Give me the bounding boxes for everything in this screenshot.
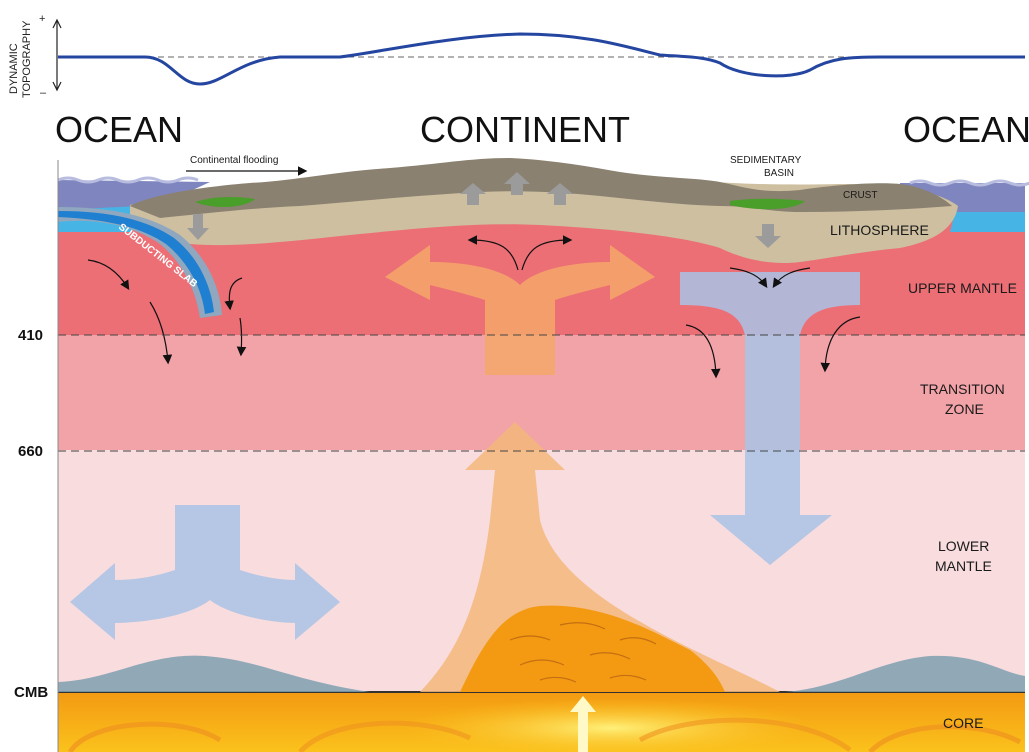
sedimentary-basin-label-2: BASIN: [764, 168, 794, 179]
flow-arrows: [87, 166, 861, 379]
depth-660-label: 660: [18, 443, 43, 460]
surface-layers: [57, 158, 1029, 318]
plume-flow-left: [467, 235, 519, 271]
topography-axis-label-1: DYNAMIC: [8, 43, 20, 94]
ocean-right-waves: [909, 179, 1029, 187]
core-label: CORE: [943, 715, 983, 731]
flow-arrow-1: [87, 259, 130, 291]
topography-minus: –: [40, 87, 47, 99]
topography-curve: [58, 32, 1025, 86]
sedimentary-basin-label-1: SEDIMENTARY: [730, 155, 802, 166]
core-upwelling-arrow: [570, 696, 596, 752]
depth-cmb-label: CMB: [14, 684, 48, 701]
up-arrow-1: [460, 183, 486, 205]
downwellings: [70, 272, 860, 640]
crust-label: CRUST: [843, 190, 877, 201]
sediment-basin: [730, 198, 805, 210]
up-arrow-2: [504, 172, 530, 195]
ocean-left-waves: [57, 176, 199, 184]
heading-ocean-left: OCEAN: [55, 109, 183, 150]
sediment-left: [195, 197, 255, 208]
ocean-right: [900, 183, 1025, 216]
topography-axis-label-2: TOPOGRAPHY: [21, 20, 33, 98]
lower-mantle-label-2: MANTLE: [935, 558, 992, 574]
core-swirl-mid: [298, 720, 472, 752]
mantle-plume: [385, 245, 780, 692]
plume-flow-right: [521, 235, 573, 271]
plume-source-pile: [460, 605, 725, 692]
core-swirl-far-right: [868, 724, 1022, 752]
pile-left: [58, 655, 370, 692]
heading-continent: CONTINENT: [420, 109, 630, 150]
lithosphere-label: LITHOSPHERE: [830, 222, 929, 238]
core-swirl-left: [67, 721, 222, 752]
ocean-left: [58, 180, 210, 215]
upper-mantle-label: UPPER MANTLE: [908, 280, 1017, 296]
lower-mantle-label-1: LOWER: [938, 538, 989, 554]
downwelling-right: [680, 272, 860, 565]
continental-flooding-label: Continental flooding: [190, 155, 278, 166]
lower-mantle-spread-left: [70, 505, 340, 640]
core-swirl-right: [638, 717, 852, 752]
down-arrow-basin: [755, 224, 781, 248]
basin-flow-left: [729, 267, 768, 288]
transition-zone-label-1: TRANSITION: [920, 381, 1005, 397]
transition-zone-label-2: ZONE: [945, 401, 984, 417]
flow-arrow-2: [149, 301, 173, 365]
down-arrow-left: [187, 214, 209, 240]
dynamic-topography-panel: DYNAMIC TOPOGRAPHY + –: [8, 13, 1025, 99]
oceanic-plate-right: [950, 212, 1025, 232]
downwelling-flow-right: [820, 316, 861, 373]
topography-axis-arrowheads: [52, 18, 62, 92]
flow-arrow-3: [224, 277, 243, 311]
depth-410-label: 410: [18, 327, 43, 344]
basin-flow-right: [772, 267, 811, 288]
up-arrow-3: [547, 183, 573, 205]
pile-right: [785, 655, 1025, 692]
heading-ocean-right: OCEAN: [903, 109, 1029, 150]
topography-plus: +: [39, 13, 45, 25]
pile-texture: [509, 622, 657, 683]
plume-head-arrows: [385, 245, 655, 375]
vertical-motion-arrows: [187, 172, 781, 248]
downwelling-flow-left: [685, 324, 721, 379]
